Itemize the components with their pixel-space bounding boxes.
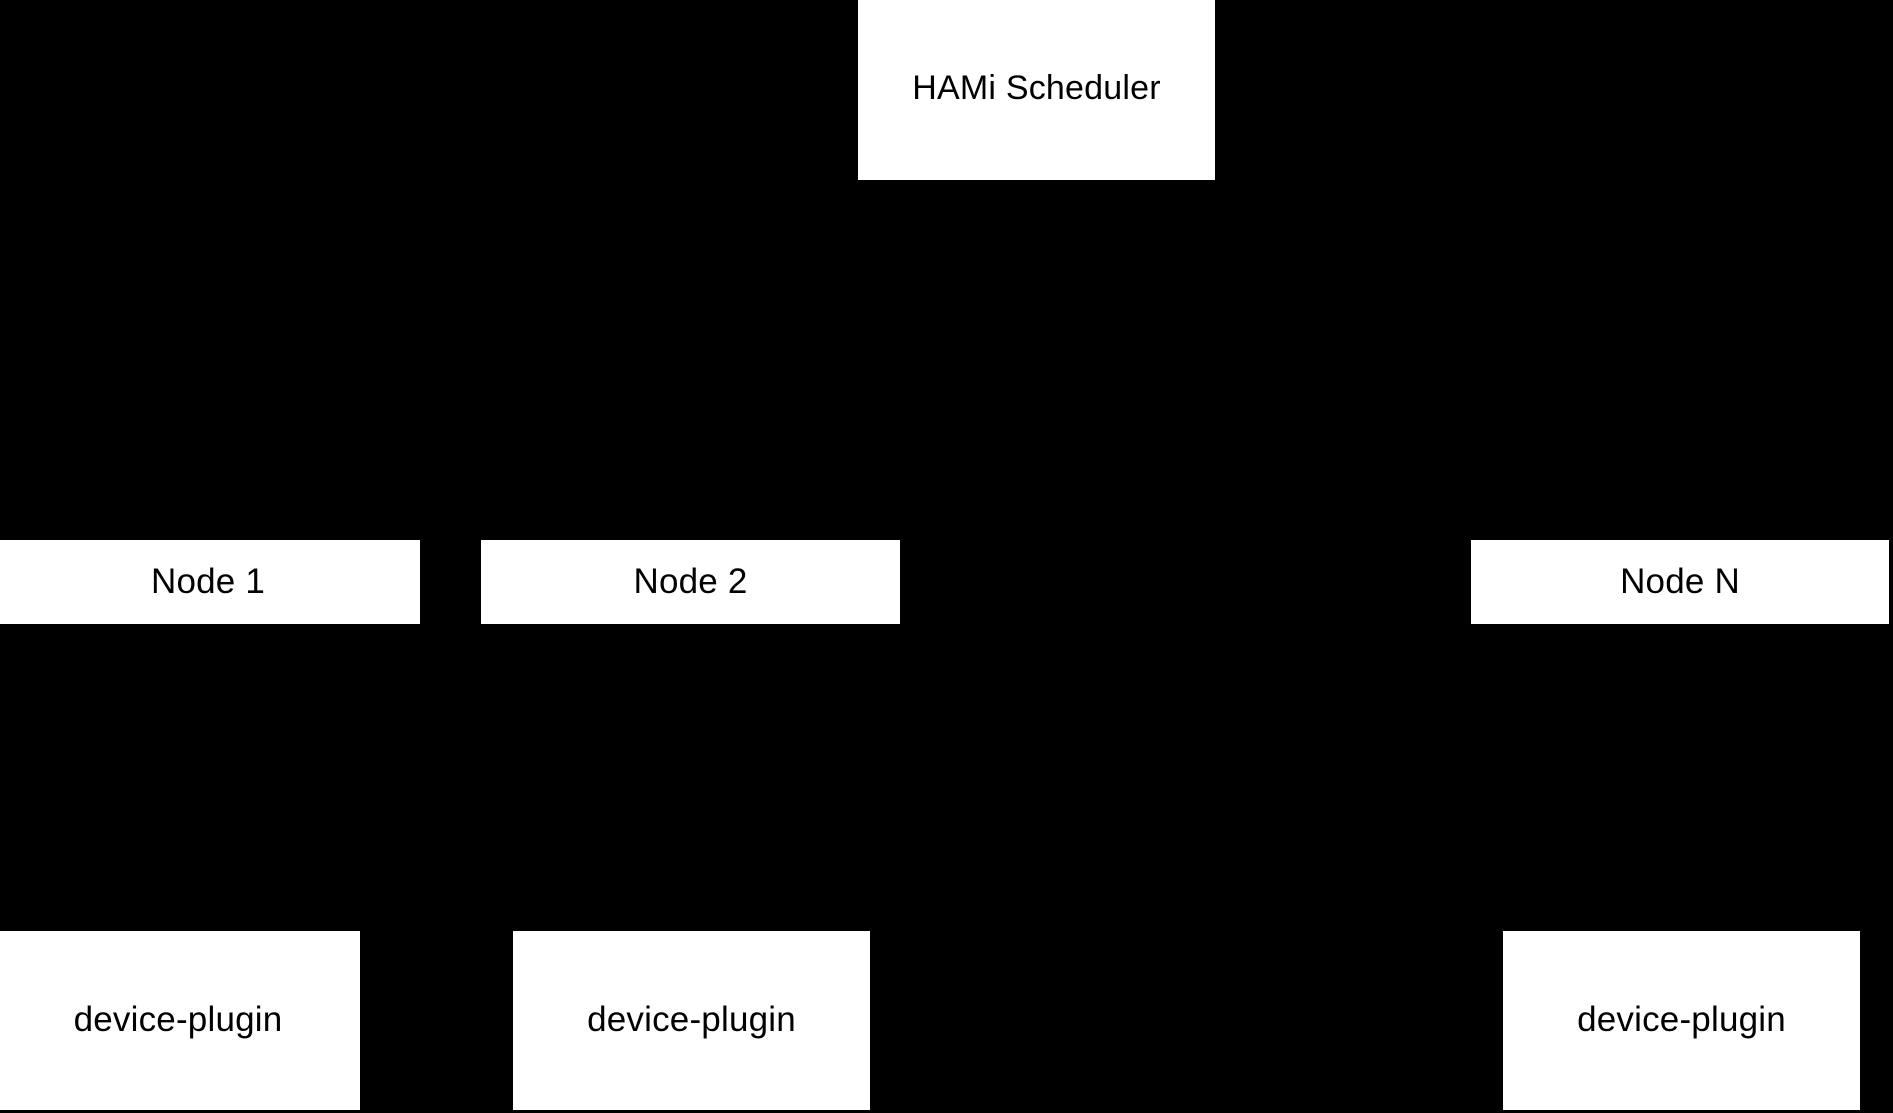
node-box-2[interactable]: Node 2 — [481, 540, 900, 624]
device-plugin-box-n-label: device-plugin — [1577, 1000, 1786, 1040]
node-box-n-label: Node N — [1620, 561, 1740, 601]
hami-scheduler-box[interactable]: HAMi Scheduler — [858, 0, 1215, 180]
node-box-1[interactable]: Node 1 — [0, 540, 420, 624]
node-box-1-label: Node 1 — [150, 561, 266, 601]
device-plugin-box-2[interactable]: device-plugin — [513, 931, 870, 1110]
node-box-n[interactable]: Node N — [1471, 540, 1889, 624]
device-plugin-box-n[interactable]: device-plugin — [1503, 931, 1860, 1110]
device-plugin-box-2-label: device-plugin — [587, 1000, 796, 1040]
node-box-2-label: Node 2 — [633, 561, 748, 601]
hami-scheduler-label: HAMi Scheduler — [912, 69, 1161, 108]
device-plugin-box-1-label: device-plugin — [73, 1000, 283, 1040]
device-plugin-box-1[interactable]: device-plugin — [0, 931, 360, 1110]
